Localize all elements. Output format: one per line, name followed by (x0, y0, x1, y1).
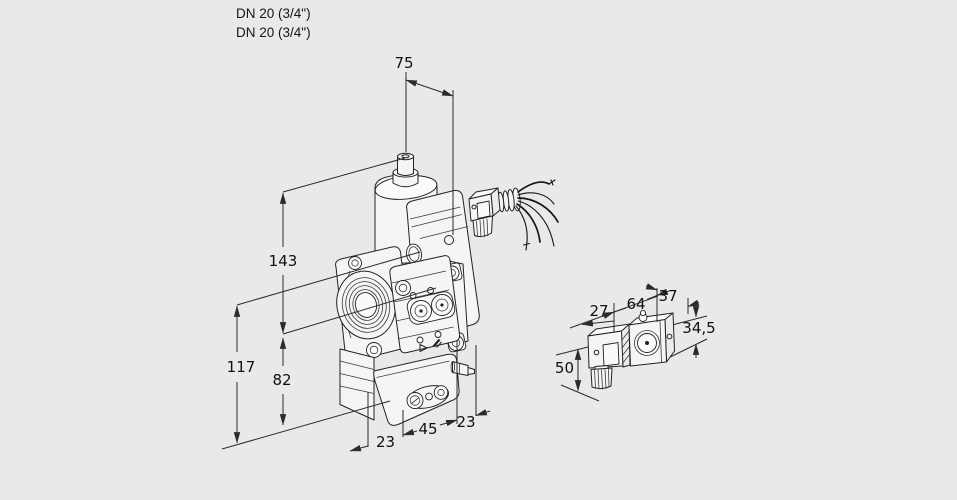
pipe-section-block (339, 348, 375, 421)
gasket-plate (621, 324, 631, 368)
flow-direction-marker (419, 344, 428, 352)
side-view-drawing: 50 27 64 37 34,5 (555, 283, 716, 402)
dim-label-34-5: 34,5 (682, 319, 715, 337)
valve-body-block (389, 255, 461, 354)
cable-wires (515, 179, 559, 251)
dim-label-27: 27 (589, 302, 608, 320)
dim-label-64: 64 (626, 295, 645, 313)
adjustment-knob (392, 152, 419, 188)
threaded-inlet (336, 270, 396, 340)
dim-label-75: 75 (394, 54, 413, 72)
dim-label-45: 45 (418, 420, 437, 438)
coil-cable-plug (587, 323, 631, 369)
test-nipple (450, 361, 475, 376)
dim-label-23-left: 23 (376, 433, 395, 451)
cable-plug-assembly (468, 179, 559, 251)
dim-label-37: 37 (658, 287, 677, 305)
pipe-size-line-1: DN 20 (3/4") (236, 6, 311, 21)
pipe-size-line-2: DN 20 (3/4") (236, 25, 311, 40)
breather-ports (406, 385, 449, 409)
dim-label-50: 50 (555, 359, 574, 377)
main-view-dimensions: 75 143 117 82 23 45 (221, 54, 491, 452)
dim-label-82: 82 (272, 371, 291, 389)
dim-label-117: 117 (227, 358, 256, 376)
plug-gland-nut (472, 215, 493, 238)
seal-marker (432, 338, 442, 348)
coil-body (628, 309, 675, 367)
main-valve-drawing: 75 143 117 82 23 45 (221, 54, 559, 452)
side-gland-nut (590, 365, 613, 390)
pressure-test-ports (410, 294, 453, 322)
dim-label-143: 143 (269, 252, 298, 270)
regulator-box (373, 353, 460, 426)
housing-vent-hole (444, 235, 454, 245)
dim-label-23-right: 23 (456, 413, 475, 431)
title-block: DN 20 (3/4") DN 20 (3/4") (236, 4, 311, 42)
side-view-dimensions: 50 27 64 37 34,5 (555, 283, 716, 392)
